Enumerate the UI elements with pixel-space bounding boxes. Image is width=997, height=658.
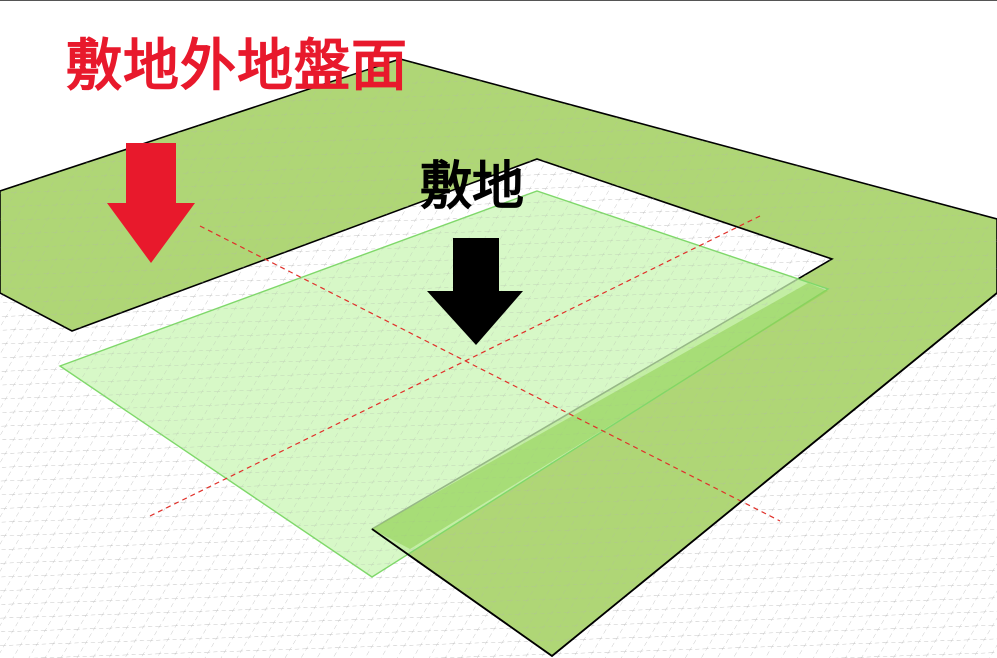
site-plane-grid: [60, 191, 828, 577]
outside-ground-grid: [0, 59, 997, 656]
red-down-arrow-icon: [107, 143, 195, 263]
site-label: 敷地: [420, 157, 525, 217]
outside-ground-label: 敷地外地盤面: [66, 34, 408, 99]
overlap-strip: [372, 283, 828, 549]
front-arm-outline: [371, 292, 997, 658]
black-down-arrow-icon: [427, 238, 523, 345]
axis-lines: [149, 215, 781, 522]
